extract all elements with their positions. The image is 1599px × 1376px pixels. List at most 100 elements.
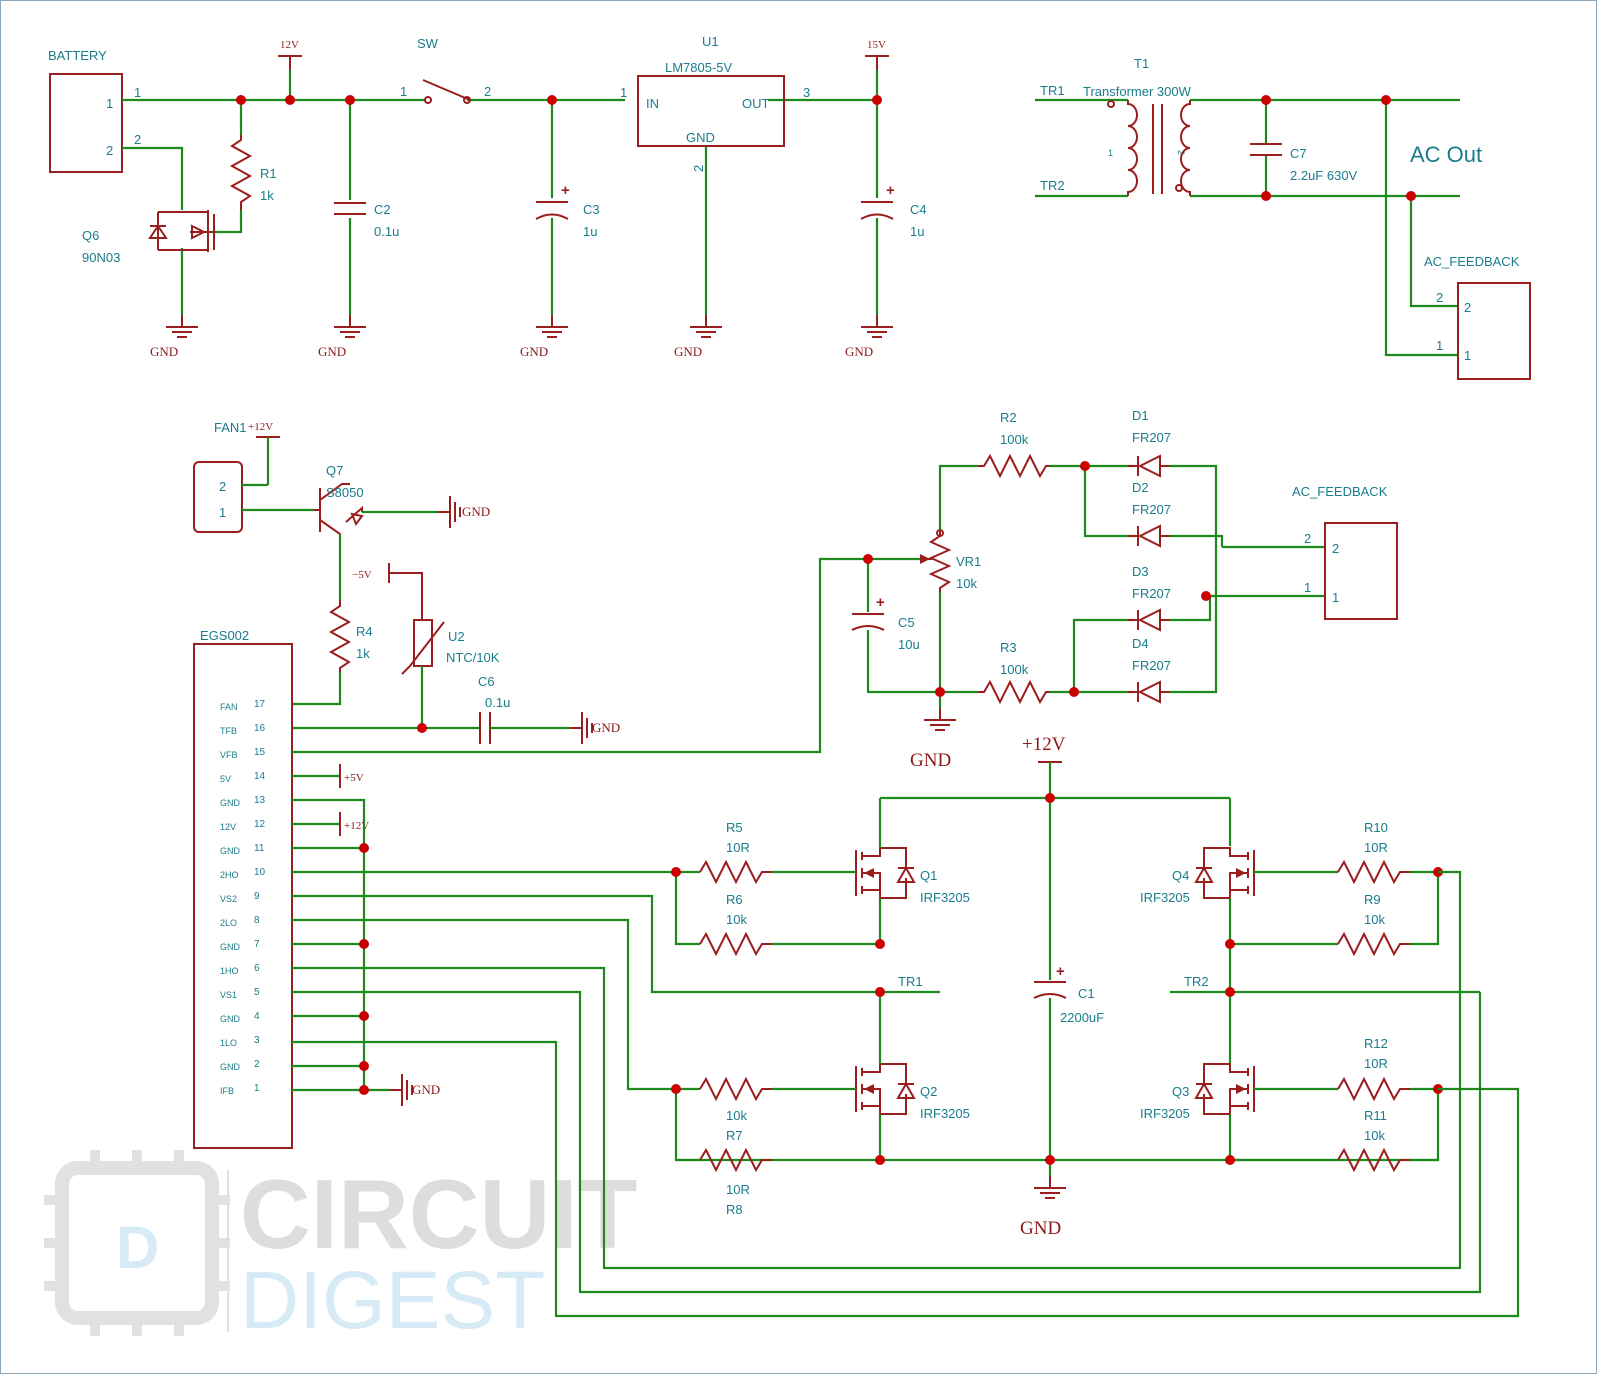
gate-resistors-left: R5 10R R6 10k TR1 10k R7 10R R8 (292, 820, 940, 1217)
svg-text:BATTERY: BATTERY (48, 48, 107, 63)
svg-text:1k: 1k (356, 646, 370, 661)
svg-text:GND: GND (674, 344, 702, 359)
svg-text:OUT: OUT (742, 96, 770, 111)
watermark-circuit: CIRCUIT (240, 1159, 637, 1269)
ac-feedback-connector-top: AC_FEEDBACK 2 1 2 1 (1261, 95, 1531, 380)
svg-text:R8: R8 (726, 1202, 743, 1217)
egs-pin-number: 13 (254, 795, 266, 806)
ac-out-label: AC Out (1410, 142, 1482, 167)
svg-text:10k: 10k (726, 912, 747, 927)
svg-text:R6: R6 (726, 892, 743, 907)
svg-text:1: 1 (1332, 590, 1339, 605)
svg-text:IRF3205: IRF3205 (1140, 890, 1190, 905)
c2-capacitor: C2 0.1u (334, 202, 399, 239)
c4-capacitor: + C4 1u (860, 182, 927, 239)
top-junctions (236, 95, 882, 105)
svg-text:15V: 15V (867, 39, 886, 51)
svg-text:0.1u: 0.1u (374, 224, 399, 239)
svg-text:2: 2 (691, 165, 706, 172)
svg-text:GND: GND (462, 504, 490, 519)
svg-text:TR2: TR2 (1040, 178, 1065, 193)
egs-pin-number: 8 (254, 915, 260, 926)
svg-text:GND: GND (592, 720, 620, 735)
svg-text:IRF3205: IRF3205 (920, 1106, 970, 1121)
egs-pin-number: 3 (254, 1035, 260, 1046)
egs-pin-name: 5V (220, 774, 231, 784)
svg-text:1: 1 (134, 85, 141, 100)
svg-text:1k: 1k (260, 188, 274, 203)
u1-regulator: U1 LM7805-5V IN OUT GND 1 3 2 (620, 34, 810, 172)
diode-bridge: D1 FR207 D2 FR207 D3 FR207 D4 FR207 (1069, 408, 1325, 704)
svg-text:R5: R5 (726, 820, 743, 835)
svg-text:2: 2 (1332, 541, 1339, 556)
svg-text:FR207: FR207 (1132, 502, 1171, 517)
svg-text:2: 2 (106, 143, 113, 158)
svg-text:IN: IN (646, 96, 659, 111)
svg-text:2: 2 (1464, 300, 1471, 315)
svg-text:GND: GND (412, 1082, 440, 1097)
svg-text:R2: R2 (1000, 410, 1017, 425)
t1-transformer: 1 2 T1 Transformer 300W TR1 TR2 (1035, 56, 1460, 198)
svg-text:GND: GND (318, 344, 346, 359)
svg-text:2: 2 (484, 84, 491, 99)
svg-text:3: 3 (803, 85, 810, 100)
svg-text:GND: GND (686, 130, 715, 145)
svg-text:C1: C1 (1078, 986, 1095, 1001)
svg-text:FR207: FR207 (1132, 430, 1171, 445)
svg-text:10u: 10u (898, 637, 920, 652)
egs-pin-name: 2HO (220, 870, 239, 880)
q2-mosfet: Q2 IRF3205 (855, 992, 970, 1160)
power-switch[interactable]: SW 1 2 (400, 36, 491, 104)
svg-text:T1: T1 (1134, 56, 1149, 71)
svg-text:SW: SW (417, 36, 439, 51)
egs-pin-name: VFB (220, 750, 238, 760)
svg-text:FAN1: FAN1 (214, 420, 247, 435)
svg-text:U1: U1 (702, 34, 719, 49)
q7-transistor: GND Q7 S8050 (242, 463, 490, 600)
egs-pin-name: 1LO (220, 1038, 237, 1048)
q4-mosfet: Q4 IRF3205 (1140, 847, 1255, 1064)
svg-text:1: 1 (1108, 148, 1113, 158)
svg-text:R10: R10 (1364, 820, 1388, 835)
svg-text:TR1: TR1 (898, 974, 923, 989)
egs-pin-number: 1 (254, 1083, 260, 1094)
svg-text:10k: 10k (726, 1108, 747, 1123)
q1-mosfet: Q1 IRF3205 (855, 846, 970, 944)
svg-text:C2: C2 (374, 202, 391, 217)
svg-text:10R: 10R (726, 1182, 750, 1197)
svg-text:10R: 10R (726, 840, 750, 855)
watermark-digest: DIGEST (240, 1255, 545, 1346)
egs-pin-number: 12 (254, 819, 266, 830)
svg-text:+: + (1056, 963, 1065, 980)
svg-text:R4: R4 (356, 624, 373, 639)
svg-text:Q6: Q6 (82, 228, 99, 243)
return-wires (292, 870, 1520, 1318)
svg-text:TR2: TR2 (1184, 974, 1209, 989)
svg-text:2: 2 (1176, 150, 1186, 155)
egs-pin-name: TFB (220, 726, 237, 736)
svg-text:R1: R1 (260, 166, 277, 181)
top-grounds: GND GND GND GND GND (150, 314, 894, 359)
svg-text:2: 2 (1304, 531, 1311, 546)
egs-pin-name: GND (220, 1062, 241, 1072)
egs-pin-number: 6 (254, 963, 260, 974)
svg-text:10k: 10k (956, 576, 977, 591)
svg-text:C3: C3 (583, 202, 600, 217)
svg-text:LM7805-5V: LM7805-5V (665, 60, 733, 75)
svg-text:2: 2 (219, 479, 226, 494)
svg-text:+12V: +12V (248, 421, 273, 433)
svg-text:1: 1 (106, 96, 113, 111)
svg-text:Q3: Q3 (1172, 1084, 1189, 1099)
svg-text:R12: R12 (1364, 1036, 1388, 1051)
svg-text:+: + (561, 182, 570, 199)
svg-text:D1: D1 (1132, 408, 1149, 423)
svg-text:GND: GND (910, 750, 951, 771)
svg-text:D2: D2 (1132, 480, 1149, 495)
svg-text:AC_FEEDBACK: AC_FEEDBACK (1292, 484, 1388, 499)
svg-text:+: + (886, 182, 895, 199)
svg-text:Q2: Q2 (920, 1084, 937, 1099)
svg-text:R11: R11 (1364, 1108, 1387, 1123)
svg-text:−5V: −5V (352, 569, 372, 581)
egs-pin-number: 4 (254, 1011, 260, 1022)
